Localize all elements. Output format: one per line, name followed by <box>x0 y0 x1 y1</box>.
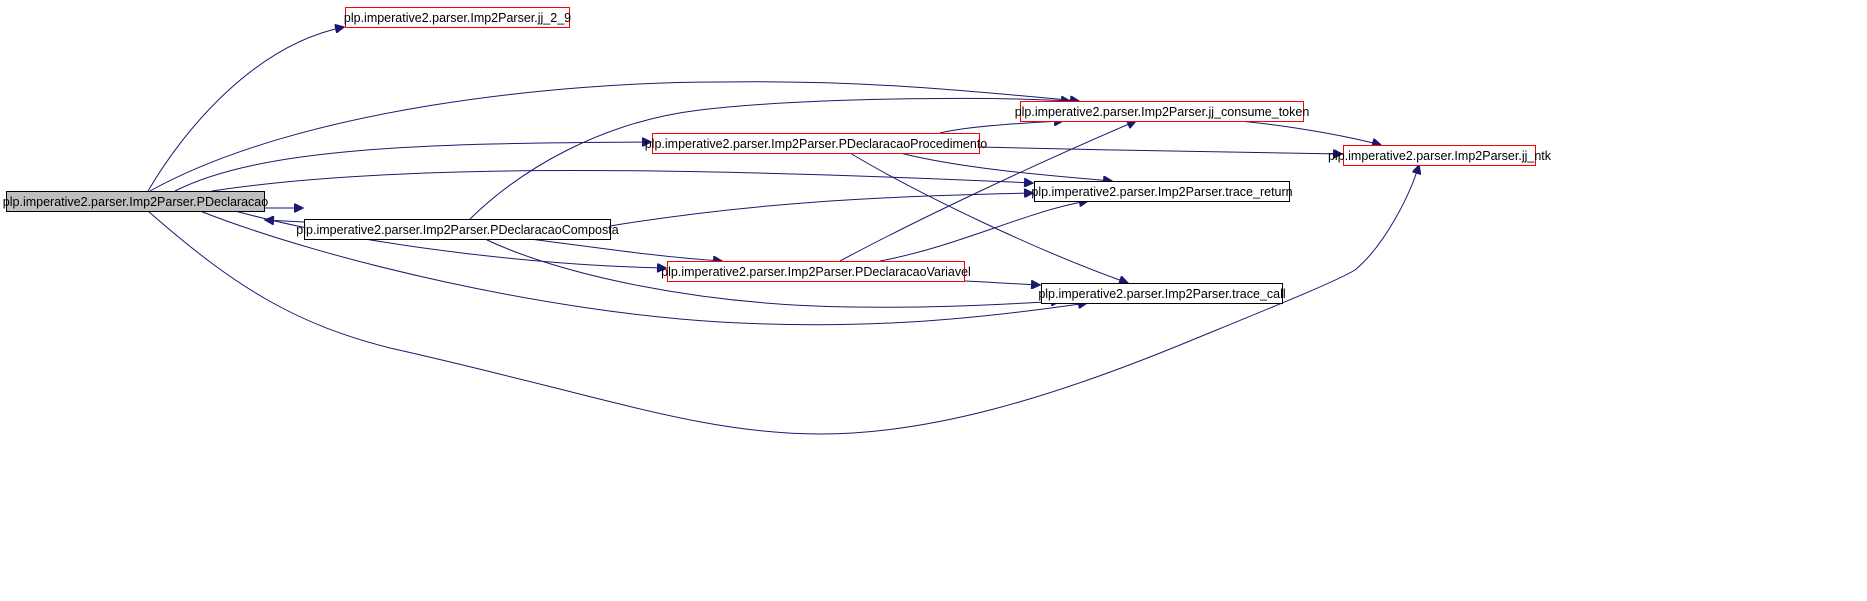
node-box <box>1020 101 1304 122</box>
edge-pdeclaracao-to-jj_ntk <box>147 165 1419 435</box>
node-pdeclaracaoprocedimento[interactable]: plp.imperative2.parser.Imp2Parser.PDecla… <box>645 133 988 154</box>
nodes-layer: plp.imperative2.parser.Imp2Parser.PDecla… <box>3 7 1552 304</box>
node-box <box>345 7 570 28</box>
edge-pdeclaracaovariavel-to-jj_consume_token <box>839 121 1136 262</box>
node-box <box>304 219 611 240</box>
node-box <box>1034 181 1290 202</box>
edge-pdeclaracaocomposta-to-pdeclaracaovariavel <box>529 238 722 261</box>
node-label: plp.imperative2.parser.Imp2Parser.PDecla… <box>3 195 268 209</box>
node-label: plp.imperative2.parser.Imp2Parser.jj_ntk <box>1328 149 1552 163</box>
node-label: plp.imperative2.parser.Imp2Parser.trace_… <box>1031 185 1292 199</box>
node-jj_consume_token[interactable]: plp.imperative2.parser.Imp2Parser.jj_con… <box>1015 101 1310 122</box>
node-box <box>667 261 965 282</box>
edge-pdeclaracaocomposta-to-jj_consume_token <box>469 98 1070 220</box>
node-box <box>652 133 980 154</box>
edge-jj_consume_token-to-jj_ntk <box>1239 120 1381 145</box>
edge-pdeclaracaoprocedimento-to-jj_consume_token <box>939 121 1063 134</box>
node-pdeclaracaocomposta[interactable]: plp.imperative2.parser.Imp2Parser.PDecla… <box>296 219 619 240</box>
edge-pdeclaracao-to-trace_return <box>211 169 1033 192</box>
node-jj_2_9[interactable]: plp.imperative2.parser.Imp2Parser.jj_2_9 <box>344 7 571 28</box>
edge-pdeclaracao-to-trace_call <box>199 210 1087 326</box>
node-label: plp.imperative2.parser.Imp2Parser.PDecla… <box>645 137 988 151</box>
node-label: plp.imperative2.parser.Imp2Parser.PDecla… <box>661 265 971 279</box>
node-label: plp.imperative2.parser.Imp2Parser.PDecla… <box>296 223 618 237</box>
edge-pdeclaracaoprocedimento-to-trace_call <box>849 152 1128 283</box>
node-label: plp.imperative2.parser.Imp2Parser.trace_… <box>1038 287 1285 301</box>
edge-pdeclaracao-to-jj_2_9 <box>147 27 344 192</box>
node-pdeclaracaovariavel[interactable]: plp.imperative2.parser.Imp2Parser.PDecla… <box>661 261 971 282</box>
edge-pdeclaracao-to-pdeclaracaoprocedimento <box>174 142 651 192</box>
edge-pdeclaracaocomposta-to-trace_call <box>484 238 1060 308</box>
node-label: plp.imperative2.parser.Imp2Parser.jj_con… <box>1015 105 1310 119</box>
edge-pdeclaracaocomposta-to-pdeclaracao <box>265 220 305 222</box>
edges-layer <box>147 27 1419 435</box>
edge-pdeclaracao-to-jj_consume_token <box>149 81 1079 192</box>
node-trace_call[interactable]: plp.imperative2.parser.Imp2Parser.trace_… <box>1038 283 1286 304</box>
edge-pdeclaracaovariavel-to-trace_call <box>963 281 1040 285</box>
node-trace_return[interactable]: plp.imperative2.parser.Imp2Parser.trace_… <box>1031 181 1293 202</box>
node-pdeclaracao: plp.imperative2.parser.Imp2Parser.PDecla… <box>3 191 268 212</box>
edge-pdeclaracaocomposta-to-trace_return <box>609 193 1033 227</box>
edge-pdeclaracaoprocedimento-to-trace_return <box>899 152 1112 181</box>
node-jj_ntk[interactable]: plp.imperative2.parser.Imp2Parser.jj_ntk <box>1328 145 1552 166</box>
edge-pdeclaracaoprocedimento-to-jj_ntk <box>978 146 1342 154</box>
edge-pdeclaracao-to-pdeclaracaovariavel <box>234 210 666 268</box>
node-box <box>6 191 265 212</box>
node-label: plp.imperative2.parser.Imp2Parser.jj_2_9 <box>344 11 571 25</box>
node-box <box>1343 145 1536 166</box>
edge-pdeclaracaovariavel-to-trace_return <box>879 201 1088 262</box>
node-box <box>1041 283 1283 304</box>
